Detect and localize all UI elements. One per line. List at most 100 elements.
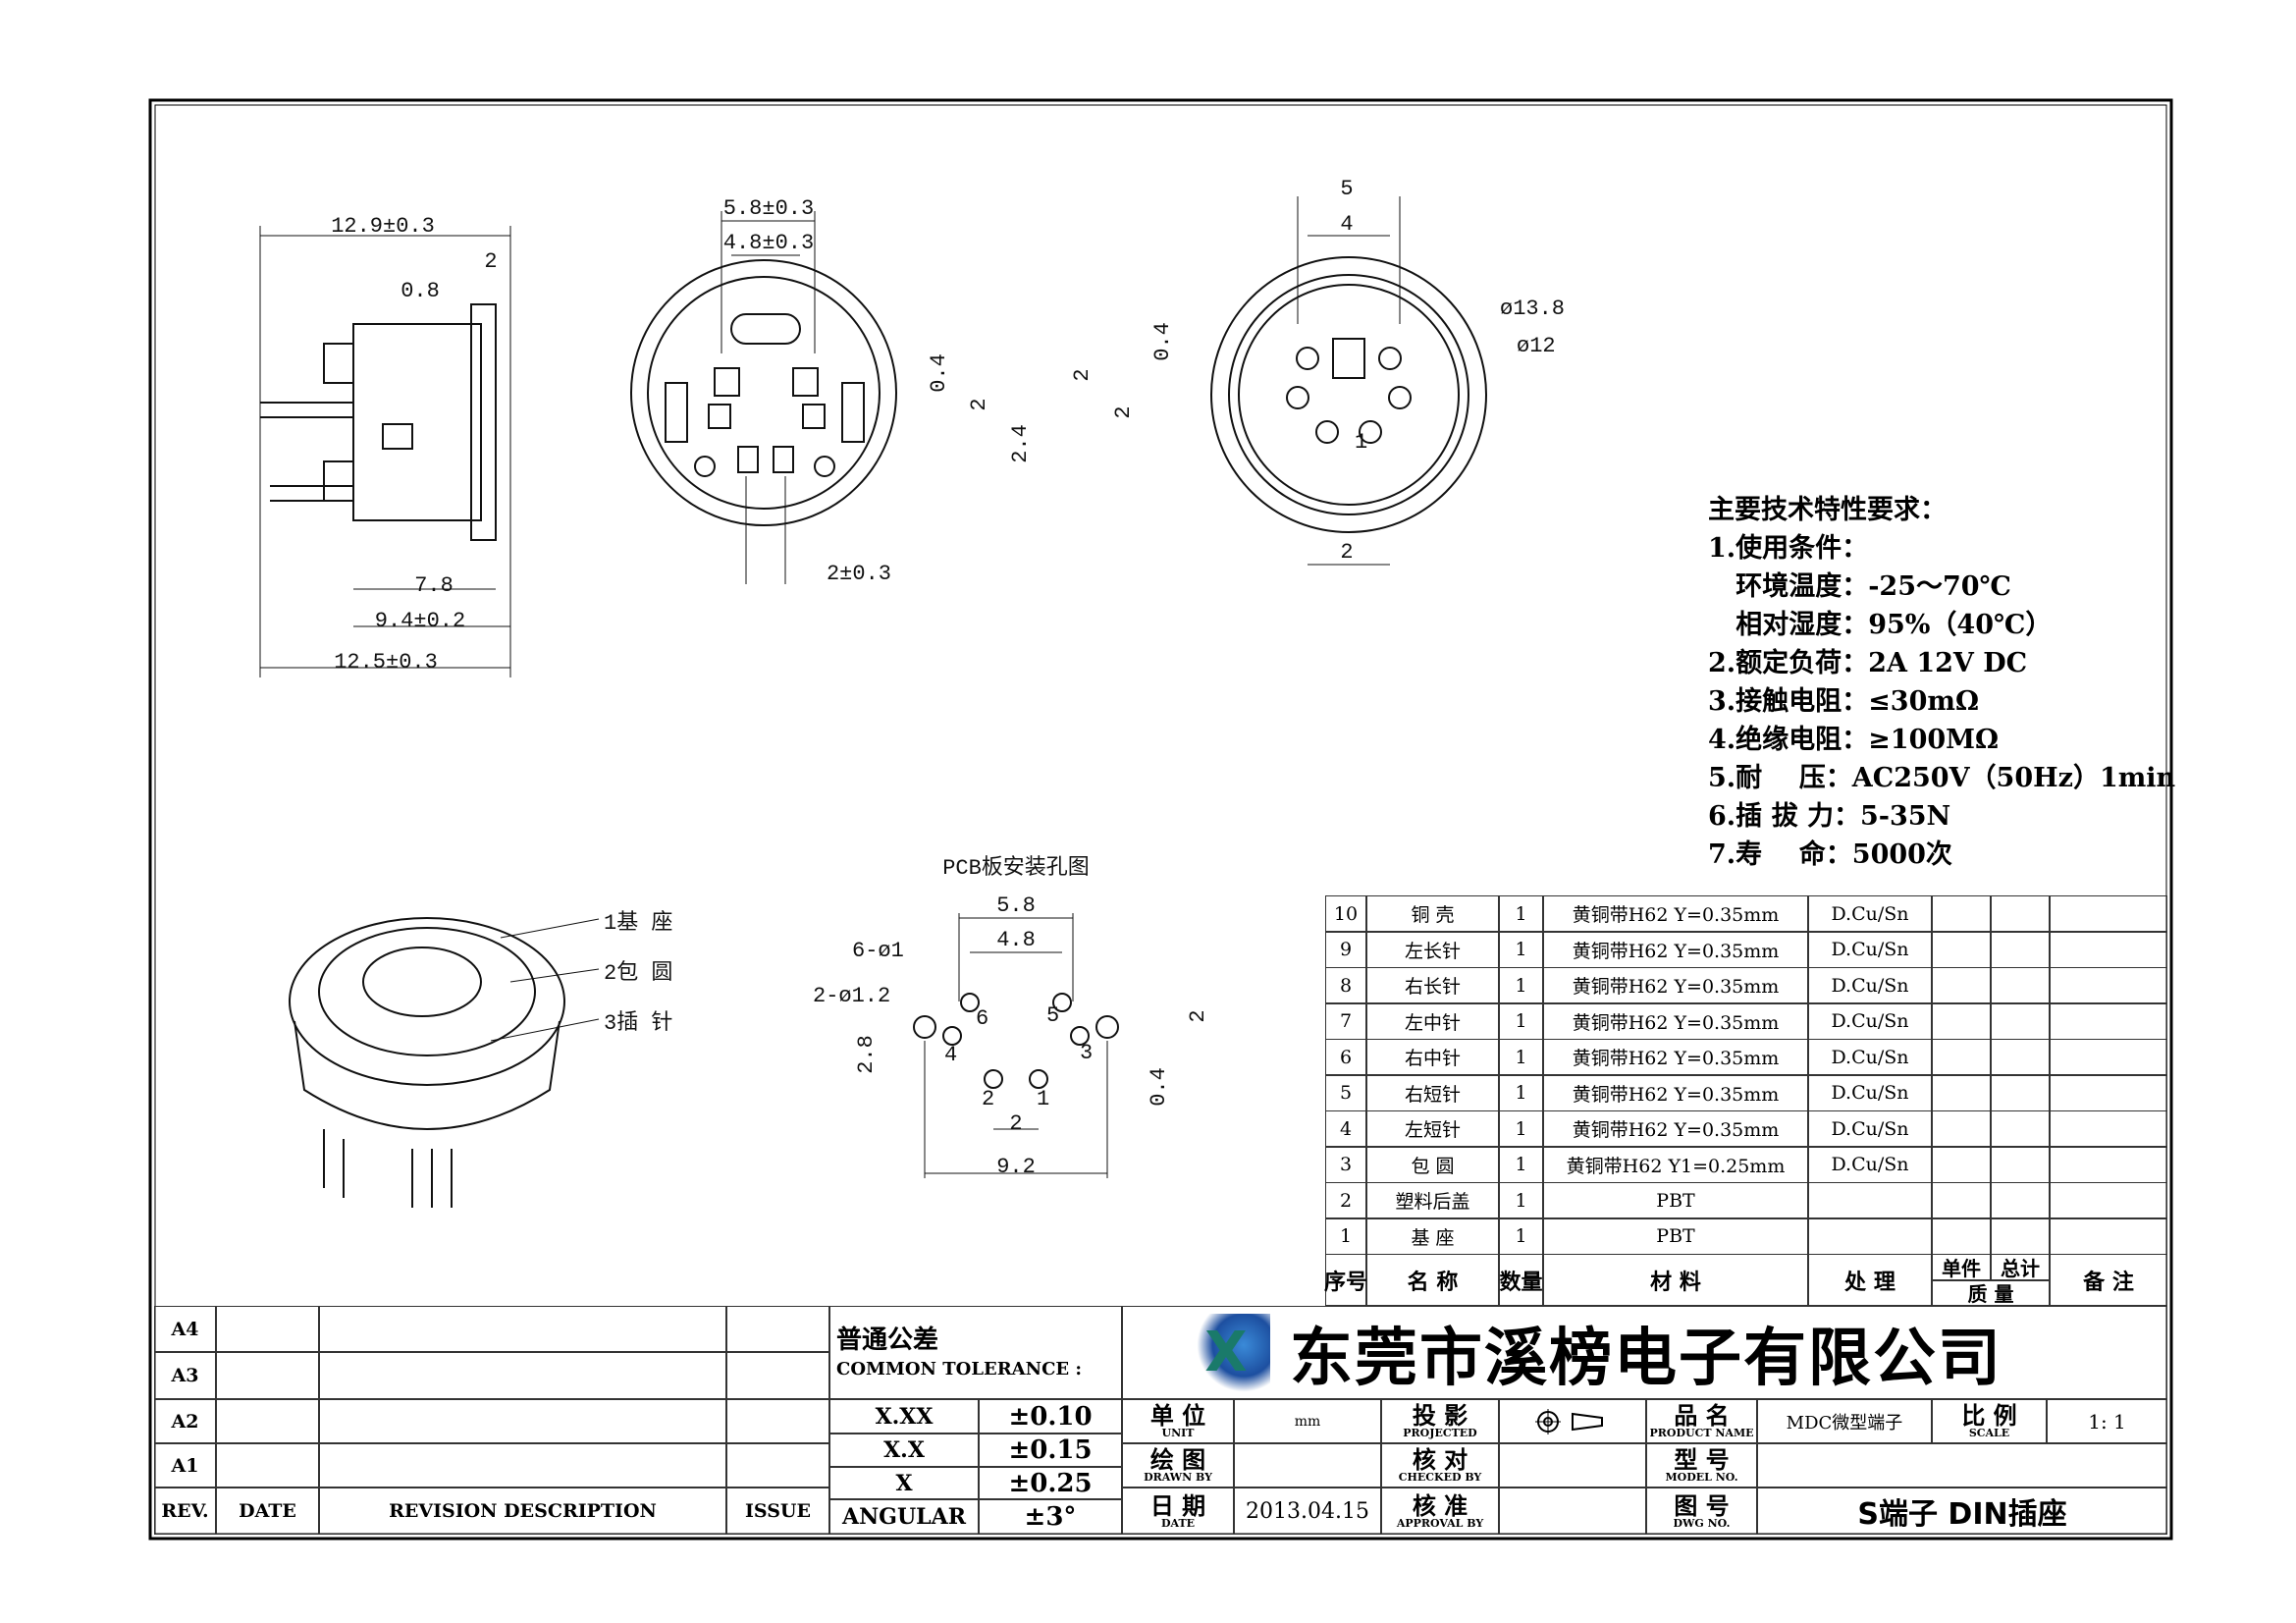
bom-treatment	[1808, 1182, 1932, 1218]
third-angle-projection-icon	[1535, 1408, 1603, 1434]
bom-unit-weight	[1932, 1074, 1991, 1111]
tolerance-title-en: COMMON TOLERANCE :	[836, 1358, 1083, 1380]
dim-side-flange: 2	[484, 249, 497, 274]
bom-material: 黄铜带H62 Y=0.35mm	[1543, 1002, 1808, 1040]
bom-material: PBT	[1543, 1182, 1808, 1218]
pcb-pin-5: 5	[1046, 1003, 1059, 1028]
callout-shell: 2包 圆	[604, 960, 672, 986]
pcb-hole-layout	[913, 913, 1119, 1178]
revision-header: ISSUE	[726, 1488, 829, 1535]
projection-label-en: PROJECTED	[1403, 1427, 1477, 1439]
pcb-pin-6: 6	[976, 1006, 988, 1031]
product-name-label-en: PRODUCT NAME	[1649, 1427, 1754, 1439]
bom-treatment: D.Cu/Sn	[1808, 1002, 1932, 1040]
revision-cell	[216, 1352, 319, 1399]
product-name-value: MDC微型端子	[1757, 1399, 1932, 1443]
dim-side-width: 12.9±0.3	[331, 214, 435, 239]
bom-total-weight	[1991, 931, 2050, 968]
bom-unit-weight	[1932, 931, 1991, 968]
bom-total-weight	[1991, 1039, 2050, 1075]
dim-side-overall: 12.5±0.3	[334, 650, 438, 675]
approval-by-label-en: APPROVAL BY	[1396, 1516, 1484, 1530]
drawn-by-label-cn: 绘 图	[1149, 1445, 1206, 1474]
bom-unit-weight	[1932, 1217, 1991, 1255]
revision-cell	[319, 1306, 726, 1352]
scale-label-en: SCALE	[1968, 1427, 2010, 1439]
revision-cell	[319, 1399, 726, 1443]
bom-qty: 1	[1499, 1217, 1543, 1255]
projection-symbol	[1499, 1399, 1646, 1443]
scale-value: 1: 1	[2047, 1399, 2167, 1443]
dim-front-outer: 5.8±0.3	[723, 196, 814, 221]
bom-remark	[2050, 1110, 2167, 1147]
bom-treatment: D.Cu/Sn	[1808, 1110, 1932, 1147]
bom-header-treatment: 处 理	[1808, 1254, 1932, 1306]
dim-pcb-48: 4.8	[996, 928, 1036, 952]
spec-title: 主要技术特性要求：	[1708, 495, 1947, 525]
dim-pcb-2-vert: 2	[1186, 1009, 1210, 1022]
dim-rear-5: 5	[1340, 177, 1353, 201]
bom-seq: 3	[1325, 1146, 1366, 1183]
bom-treatment: D.Cu/Sn	[1808, 1146, 1932, 1183]
company-name: 东莞市溪榜电子有限公司	[1290, 1322, 2002, 1395]
revision-cell	[319, 1352, 726, 1399]
bom-material: PBT	[1543, 1217, 1808, 1255]
bom-treatment: D.Cu/Sn	[1808, 931, 1932, 968]
spec-line: 4.绝缘电阻：≥100MΩ	[1708, 725, 2000, 755]
bom-unit-weight	[1932, 895, 1991, 932]
date-value: 2013.04.15	[1234, 1488, 1381, 1535]
tolerance-format: X	[829, 1467, 979, 1499]
spec-line: 环境温度：-25～70℃	[1708, 571, 2011, 602]
bom-remark	[2050, 1146, 2167, 1183]
bom-name: 塑料后盖	[1366, 1182, 1499, 1218]
bom-header-remark: 备 注	[2050, 1254, 2167, 1306]
revision-cell: A3	[154, 1352, 216, 1399]
date-label-cn: 日 期	[1149, 1490, 1206, 1520]
dim-front-04: 0.4	[927, 353, 951, 393]
bom-unit-weight	[1932, 1146, 1991, 1183]
tolerance-value: ±3°	[979, 1499, 1122, 1535]
dim-pcb-2: 2	[1009, 1111, 1022, 1136]
bom-remark	[2050, 1074, 2167, 1111]
side-view	[259, 226, 511, 677]
bom-seq: 9	[1325, 931, 1366, 968]
bom-header-total-weight: 总计	[1991, 1254, 2050, 1280]
revision-cell	[726, 1443, 829, 1488]
dim-rear-04: 0.4	[1150, 322, 1175, 361]
bom-seq: 2	[1325, 1182, 1366, 1218]
drawing-no-label-en: DWG NO.	[1673, 1516, 1731, 1530]
spec-line: 5.耐 压：AC250V（50Hz）1min	[1708, 763, 2176, 793]
bom-header-seq: 序号	[1324, 1254, 1367, 1306]
bom-seq: 8	[1325, 967, 1366, 1003]
bom-seq: 4	[1325, 1110, 1366, 1147]
unit-value: mm	[1234, 1399, 1381, 1443]
bom-remark	[2050, 1039, 2167, 1075]
outer-border	[148, 98, 2173, 1541]
projection-label-cn: 投 影	[1412, 1401, 1468, 1430]
bom-treatment: D.Cu/Sn	[1808, 895, 1932, 932]
dim-front-inner: 4.8±0.3	[723, 231, 814, 255]
bom-qty: 1	[1499, 1182, 1543, 1218]
bom-total-weight	[1991, 1182, 2050, 1218]
pcb-pin-1: 1	[1037, 1087, 1049, 1111]
bom-name: 左长针	[1366, 931, 1499, 968]
dim-side-body-flange: 9.4±0.2	[375, 609, 465, 633]
bom-name: 右长针	[1366, 967, 1499, 1003]
approval-by-value	[1499, 1488, 1646, 1535]
tolerance-value: ±0.10	[979, 1399, 1122, 1434]
bom-qty: 1	[1499, 1002, 1543, 1040]
drawn-by-label-en: DRAWN BY	[1144, 1471, 1212, 1484]
bom-name: 铜 壳	[1366, 895, 1499, 932]
bom-unit-weight	[1932, 1110, 1991, 1147]
bom-qty: 1	[1499, 1110, 1543, 1147]
pcb-title: PCB板安装孔图	[942, 855, 1090, 881]
date-label-en: DATE	[1160, 1516, 1196, 1530]
bom-remark	[2050, 895, 2167, 932]
approval-by-label-cn: 核 准	[1412, 1490, 1468, 1520]
revision-cell	[319, 1443, 726, 1488]
bom-name: 左中针	[1366, 1002, 1499, 1040]
